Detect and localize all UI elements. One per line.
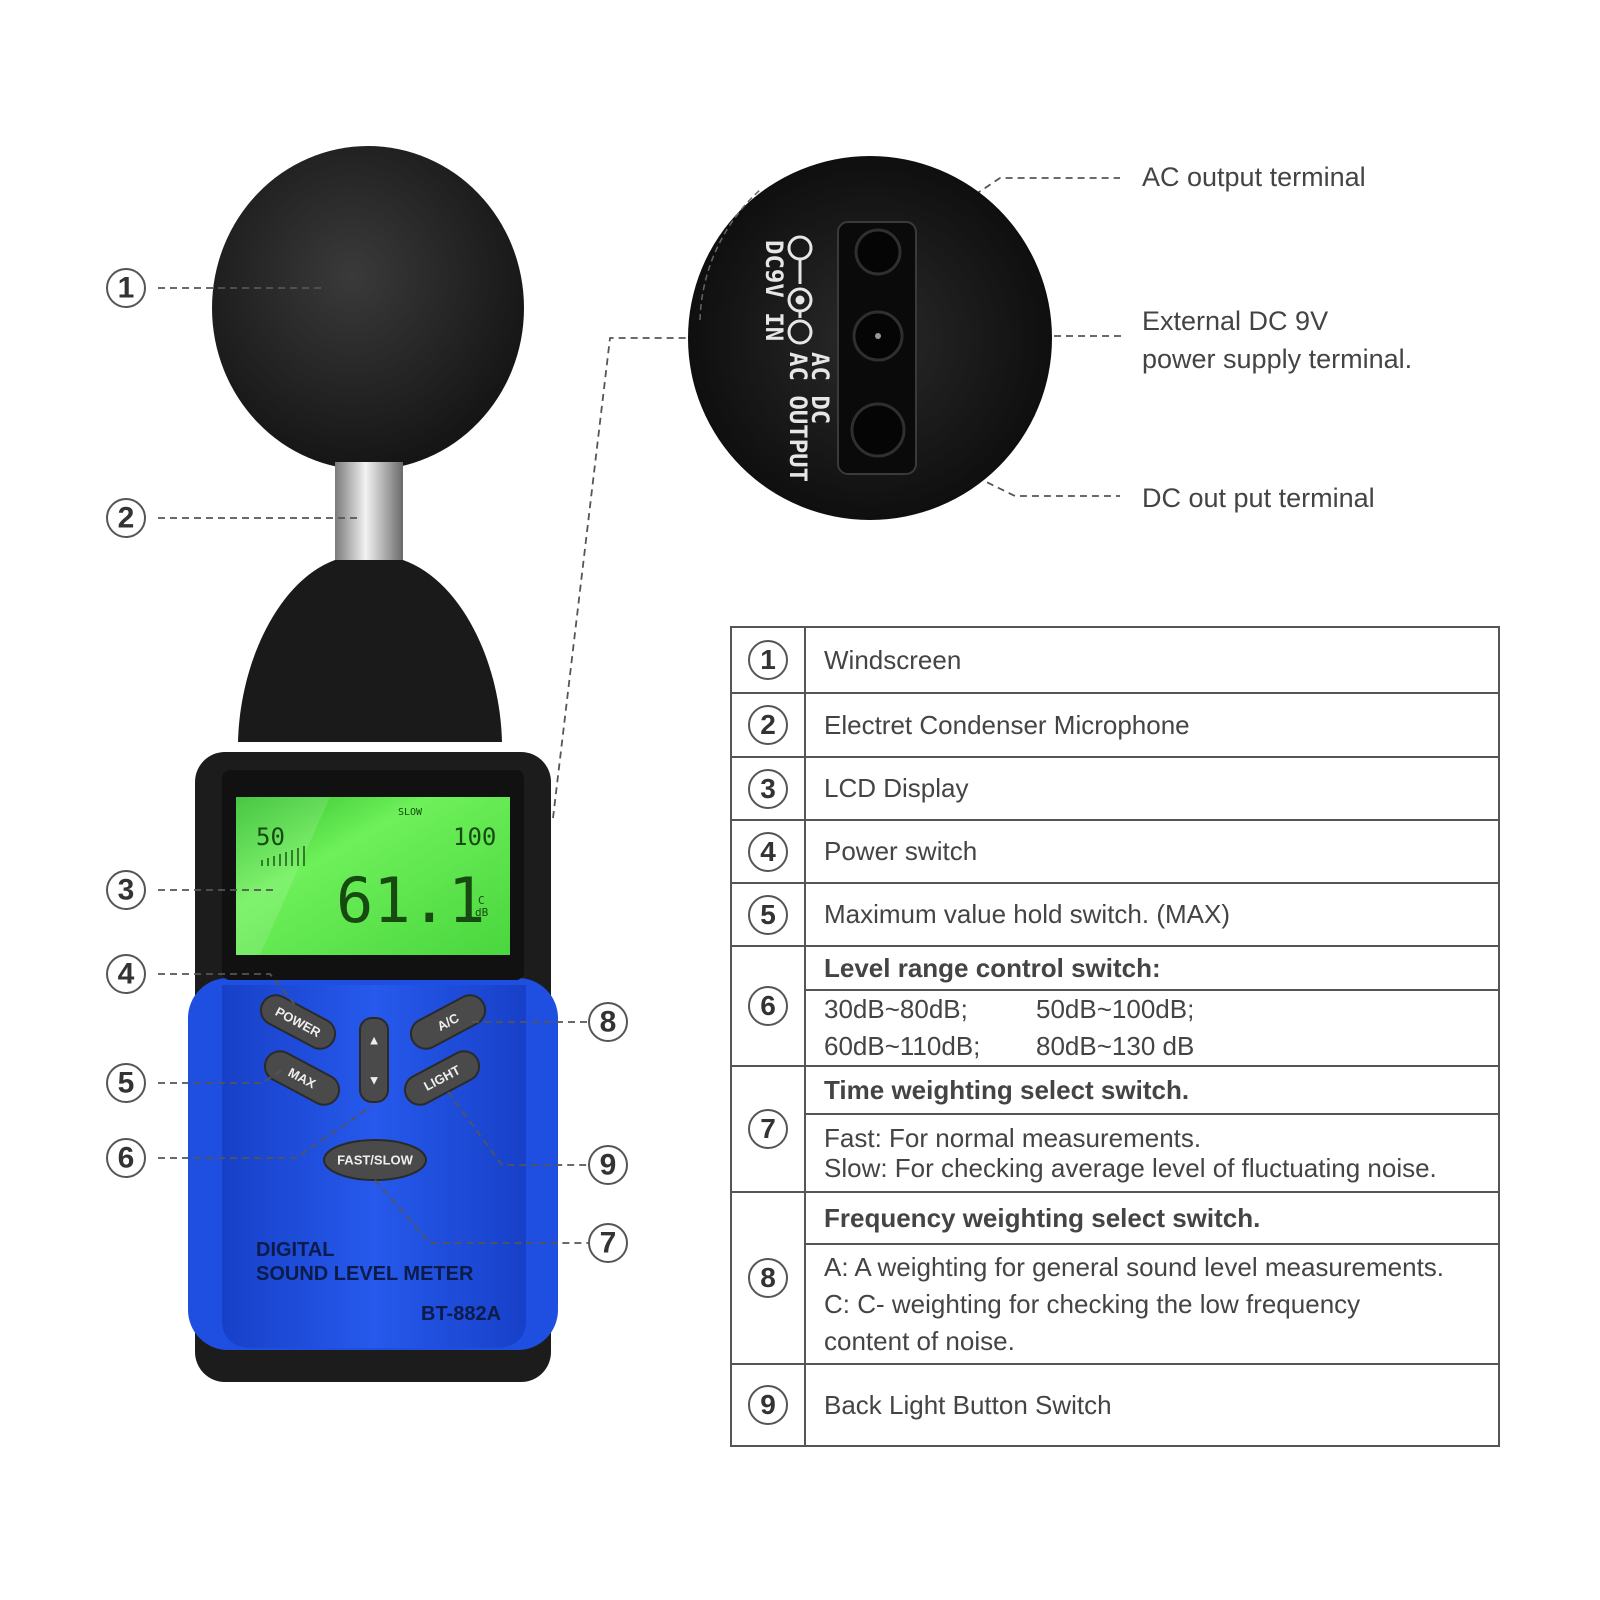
port-inset: DC9V IN AC OUTPUT AC DC [688,156,1052,520]
meter-head [238,560,502,742]
lcd-weighting: C [478,894,485,907]
brand-line-1: DIGITAL [256,1239,335,1261]
parts-table: 1 Windscreen 2 Electret Condenser Microp… [730,626,1500,1447]
table-row: 1 Windscreen [730,626,1500,694]
brand-line-2: SOUND LEVEL METER [256,1263,474,1285]
dc-output-jack [850,402,906,458]
table-row: 3 LCD Display [730,756,1500,821]
table-row: 5 Maximum value hold switch. (MAX) [730,882,1500,947]
row-number: 4 [748,831,788,872]
lcd-scale-high: 100 [453,823,496,851]
max-button[interactable]: MAX [260,1046,345,1110]
callout-2-number: 2 [118,502,135,535]
polarity-icon [787,235,813,345]
row-number: 8 [748,1258,788,1298]
table-row-detail: Fast: For normal measurements. Slow: For… [731,1113,1500,1193]
ac-output-label: AC output terminal [1142,162,1366,192]
row-number: 5 [748,894,788,935]
port-label-ac-dc: AC DC [806,352,834,424]
row-number: 2 [748,705,788,745]
range-rocker-button[interactable]: ▲ ▼ [359,1017,389,1103]
table-row: 6 Level range control switch: [730,945,1500,1067]
callout-8-number: 8 [600,1006,617,1039]
range-option: 30dB~80dB; [824,994,968,1024]
range-option: 50dB~100dB; [1036,994,1195,1024]
callout-3: 3 [106,870,146,910]
row-line: A: A weighting for general sound level m… [824,1251,1445,1282]
external-dc-label-line2: power supply terminal. [1142,344,1412,374]
sound-level-meter: 50 SLOW 100 61.1 C dB POWER MAX A/C LIGH… [188,146,558,1382]
table-row: 9 Back Light Button Switch [730,1363,1500,1447]
row-text: Electret Condenser Microphone [804,692,1500,758]
table-row: 7 Time weighting select switch. [730,1065,1500,1193]
callout-3-number: 3 [118,874,135,907]
table-row: 8 Frequency weighting select switch. [730,1191,1500,1365]
fast-slow-button-label: FAST/SLOW [337,1153,414,1168]
row-line: Slow: For checking average level of fluc… [824,1153,1437,1183]
ac-button[interactable]: A/C [406,990,491,1054]
model-label: BT-882A [421,1303,501,1325]
row-heading: Level range control switch: [804,945,1500,991]
row-line: content of noise. [824,1325,1015,1356]
lcd-unit: dB [475,906,489,919]
windscreen [212,146,524,470]
lcd-bargraph [261,846,305,866]
lcd-mode: SLOW [398,807,423,818]
external-dc-label-line1: External DC 9V [1142,306,1328,336]
row-text: Back Light Button Switch [804,1363,1500,1447]
port-label-ac-output: AC OUTPUT [784,352,812,482]
lcd-scale-low: 50 [256,823,285,851]
fast-slow-button[interactable]: FAST/SLOW [323,1139,427,1181]
table-row: 4 Power switch [730,819,1500,884]
callout-5-number: 5 [118,1067,135,1100]
row-number: 6 [748,986,788,1026]
row-text: Power switch [804,819,1500,884]
lcd-reading: 61.1 [336,864,485,937]
callout-4-number: 4 [118,958,135,991]
callout-7: 7 [588,1223,628,1263]
table-row-detail: 30dB~80dB; 50dB~100dB; 60dB~110dB; 80dB~13… [731,989,1500,1067]
lcd-display [236,797,510,955]
microphone-stem [335,462,403,564]
callout-2: 2 [106,498,146,538]
row-line: C: C- weighting for checking the low fre… [824,1288,1361,1319]
callout-6: 6 [106,1138,146,1178]
callout-7-number: 7 [600,1227,617,1260]
down-arrow-icon: ▼ [368,1073,381,1088]
callout-1: 1 [106,268,146,308]
row-heading: Time weighting select switch. [804,1065,1500,1115]
callout-leaders [158,177,1124,1244]
range-option: 80dB~130 dB [1036,1031,1195,1061]
callout-5: 5 [106,1063,146,1103]
callout-6-number: 6 [118,1142,135,1175]
ac-output-jack [854,228,902,276]
up-arrow-icon: ▲ [368,1033,381,1048]
row-text: Maximum value hold switch. (MAX) [804,882,1500,947]
callout-1-number: 1 [118,272,135,305]
callout-4: 4 [106,954,146,994]
row-line: Fast: For normal measurements. [824,1123,1202,1153]
row-text: LCD Display [804,756,1500,821]
range-option: 60dB~110dB; [824,1031,981,1061]
port-label-dc9v-in: DC9V IN [760,240,788,341]
row-number: 3 [748,768,788,809]
callout-8: 8 [588,1002,628,1042]
dc-output-label: DC out put terminal [1142,483,1375,513]
light-button[interactable]: LIGHT [400,1046,485,1110]
row-number: 7 [748,1109,788,1149]
row-text: Windscreen [804,626,1500,694]
row-number: 9 [748,1385,788,1425]
row-number: 1 [748,640,788,680]
callout-9-number: 9 [600,1149,617,1182]
callout-9: 9 [588,1145,628,1185]
row-heading: Frequency weighting select switch. [804,1191,1500,1245]
table-row-detail: A: A weighting for general sound level m… [731,1243,1500,1365]
table-row: 2 Electret Condenser Microphone [730,692,1500,758]
